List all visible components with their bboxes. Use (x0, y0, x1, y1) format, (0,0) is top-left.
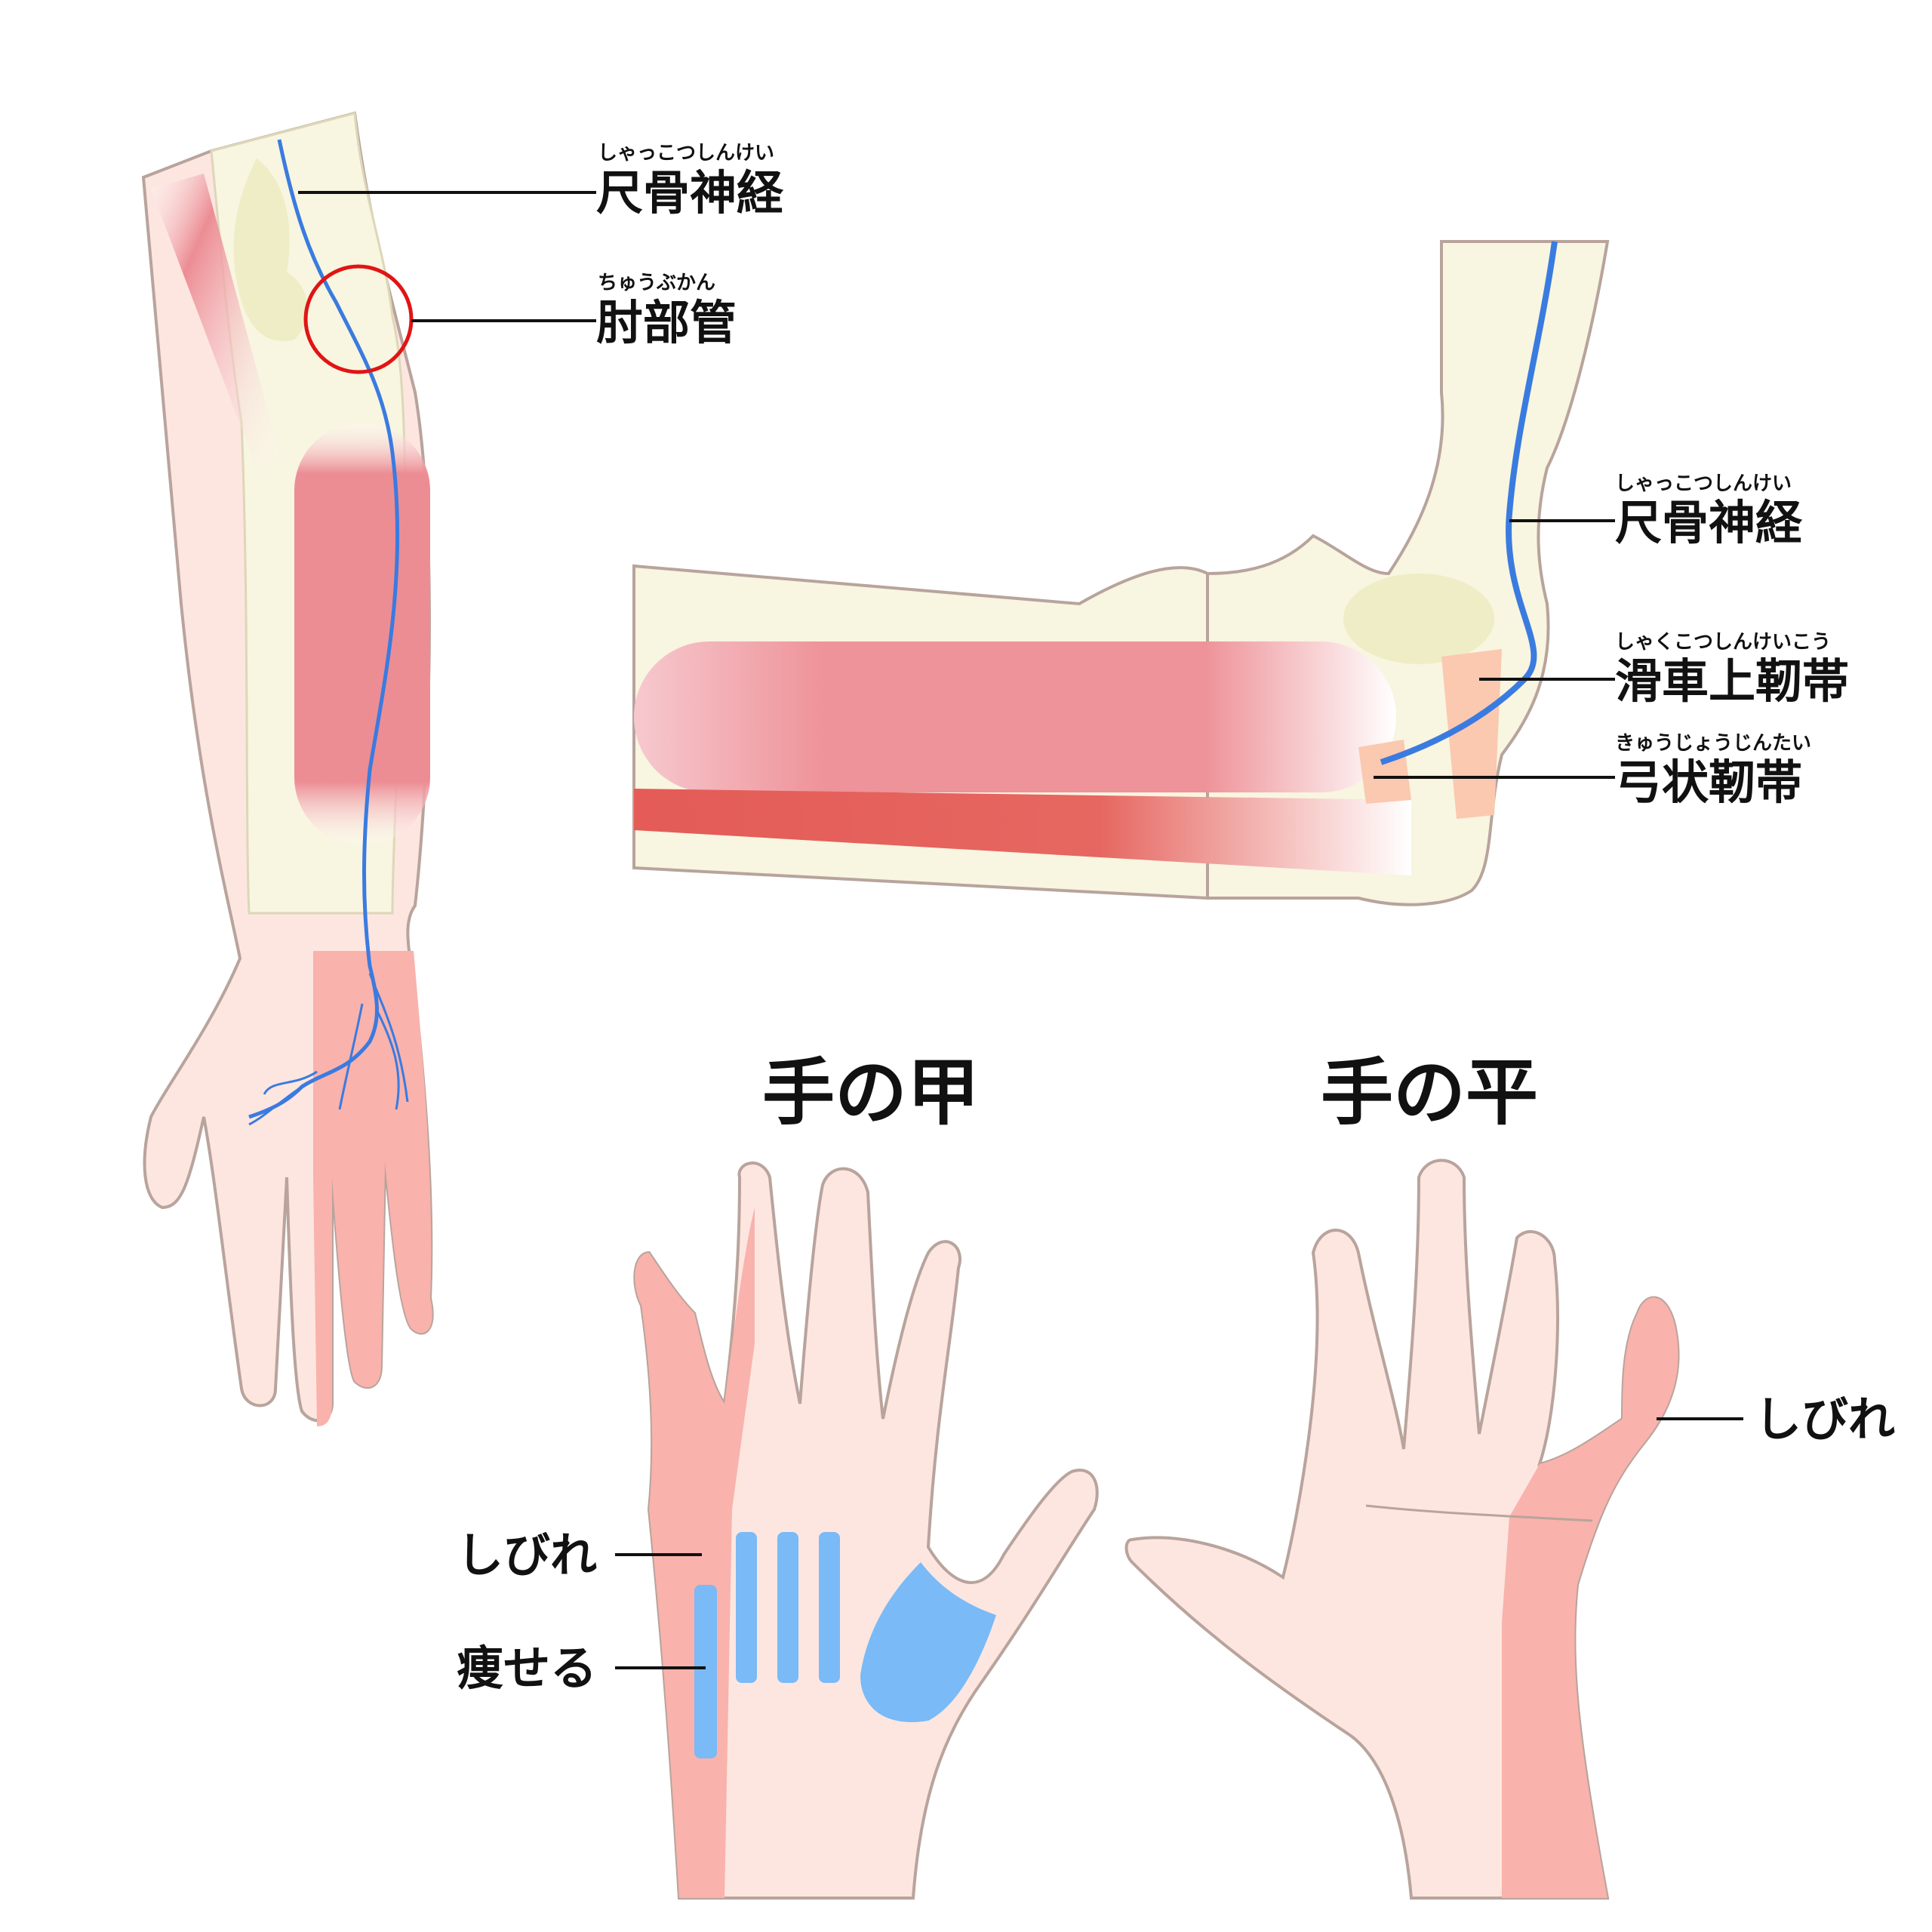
arcuate-ligament (1358, 740, 1411, 804)
atrophy-label: 痩せる (457, 1641, 598, 1696)
elbow-diagram (632, 240, 1615, 906)
back-of-hand-diagram (615, 1161, 1099, 1900)
muscle-forearm (294, 423, 430, 845)
elbow-nerve-label: 尺骨神経 (1615, 495, 1803, 550)
palm-diagram (1124, 1158, 1743, 1900)
ligament2-label: 弓状靭帯 (1615, 755, 1803, 810)
palm-title: 手の平 (1321, 1051, 1538, 1135)
atrophy-bar-1 (736, 1532, 757, 1683)
forearm-muscle-lower (634, 789, 1411, 875)
numb-zone-palm (1502, 1297, 1678, 1898)
atrophy-bar-2 (777, 1532, 798, 1683)
atrophy-bar-4 (694, 1585, 717, 1758)
palm-numb-label: しびれ (1755, 1392, 1896, 1447)
forearm-muscle-upper (634, 641, 1396, 792)
hand-nerve-branches (248, 973, 409, 1126)
forearm-diagram (141, 111, 596, 1426)
tunnel-label: 肘部管 (596, 295, 737, 350)
palm-crease (1365, 1504, 1593, 1522)
forearm-nerve-label: 尺骨神経 (596, 165, 784, 220)
muscle-upper (151, 174, 279, 468)
tunnel-ruby: ちゅうぶかん (598, 272, 716, 294)
back-of-hand-title: 手の甲 (762, 1051, 980, 1135)
ligament2-ruby: きゅうじょうじんたい (1615, 732, 1812, 755)
atrophy-thenar (860, 1562, 996, 1722)
epicondyle (233, 158, 309, 341)
ulnar-nerve-forearm (248, 139, 400, 1119)
numb-zone-back-hand (635, 1208, 755, 1898)
ulnar-nerve-elbow (1380, 241, 1558, 765)
olecranon (1343, 574, 1494, 664)
back-hand-numb-label: しびれ (457, 1527, 598, 1583)
numb-zone-forearm (313, 951, 432, 1426)
ligament1-ruby: しゃくこつしんけいこう (1615, 631, 1832, 654)
forearm-nerve-ruby: しゃっこつしんけい (598, 142, 775, 165)
elbow-nerve-ruby: しゃっこつしんけい (1615, 472, 1792, 495)
atrophy-bar-3 (819, 1532, 840, 1683)
ligament1-label: 滑車上靭帯 (1615, 654, 1850, 709)
